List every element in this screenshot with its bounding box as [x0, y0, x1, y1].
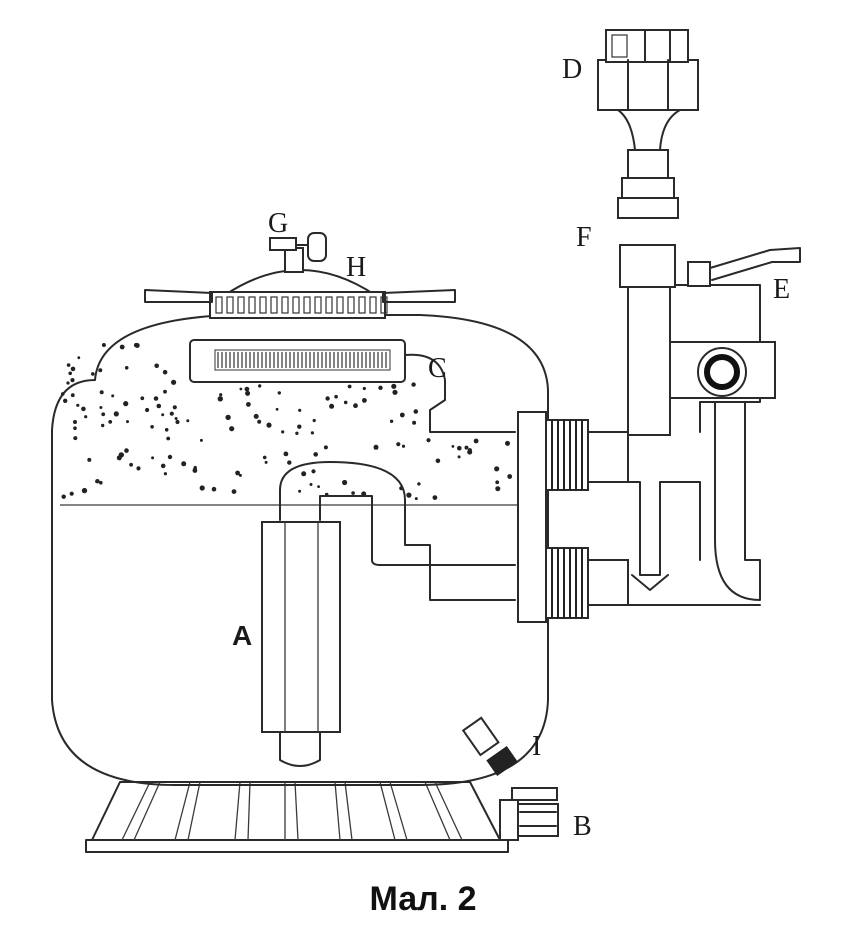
- valve-handle: [687, 247, 801, 287]
- label-g: G: [268, 208, 288, 239]
- label-h: H: [346, 252, 366, 283]
- label-a: A: [232, 620, 252, 651]
- side-couplings: [517, 411, 629, 623]
- label-d: D: [562, 54, 582, 85]
- label-b: B: [573, 811, 592, 842]
- pressure-gauge: [269, 232, 327, 273]
- center-pipe: [261, 461, 516, 767]
- filter-tank: [51, 314, 549, 786]
- filter-base: [85, 781, 509, 853]
- sight-glass: [597, 29, 699, 111]
- sand-layer: [61, 342, 513, 501]
- figure-caption: Мал. 2: [369, 880, 477, 918]
- filter-lid: [144, 269, 456, 319]
- drain-plug: [461, 716, 518, 776]
- vertical-pipe: [617, 109, 681, 436]
- upper-diffuser: [189, 339, 516, 433]
- label-i: I: [532, 731, 541, 762]
- label-f: F: [576, 222, 592, 253]
- label-c: C: [428, 353, 447, 384]
- label-e: E: [773, 274, 790, 305]
- bottom-valve: [499, 787, 559, 841]
